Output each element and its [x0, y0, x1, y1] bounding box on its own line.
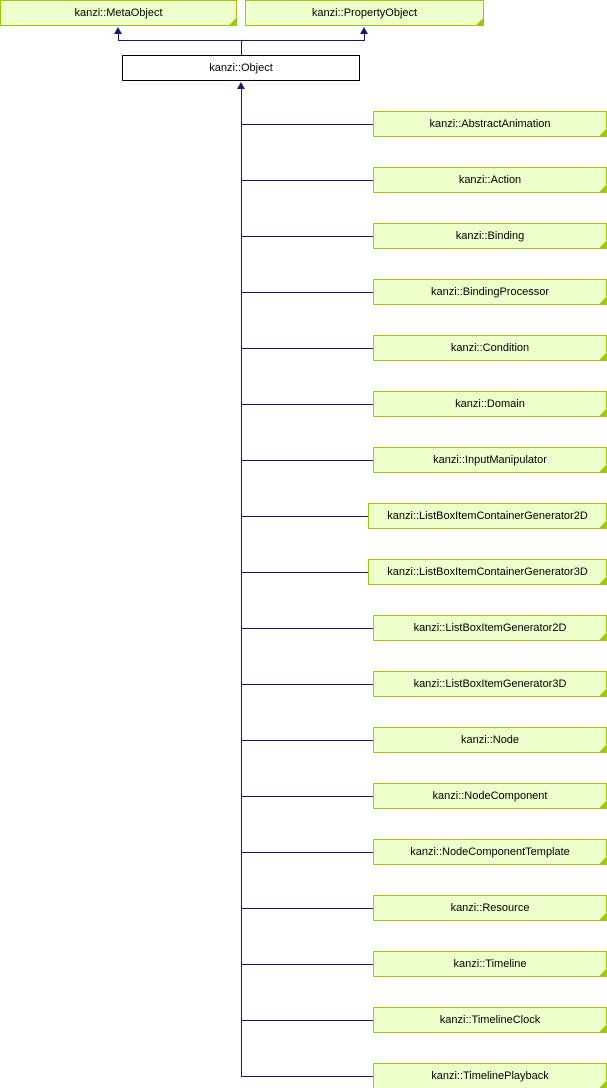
connector-branch	[241, 628, 373, 629]
connector-branch	[241, 292, 373, 293]
corner-fold-icon	[598, 464, 607, 473]
class-box-input-manipulator[interactable]: kanzi::InputManipulator	[373, 447, 607, 473]
class-label: kanzi::MetaObject	[74, 6, 163, 19]
connector-branch	[241, 460, 373, 461]
connector-stem-root	[241, 40, 242, 55]
corner-fold-icon	[598, 632, 607, 641]
class-label: kanzi::TimelinePlayback	[431, 1069, 549, 1082]
connector-branch	[241, 796, 373, 797]
class-label: kanzi::TimelineClock	[439, 1013, 541, 1026]
corner-fold-icon	[598, 184, 607, 193]
connector-branch	[241, 572, 368, 573]
class-label: kanzi::Binding	[455, 229, 525, 242]
connector-segment	[118, 33, 119, 40]
class-label: kanzi::Object	[209, 61, 273, 74]
class-box-metaobject[interactable]: kanzi::MetaObject	[0, 0, 237, 26]
corner-fold-icon	[598, 856, 607, 865]
connector-branch	[241, 852, 373, 853]
class-box-object[interactable]: kanzi::Object	[122, 55, 360, 81]
class-label: kanzi::ListBoxItemGenerator2D	[413, 621, 567, 634]
connector-branch	[241, 908, 373, 909]
class-label: kanzi::NodeComponent	[432, 789, 548, 802]
corner-fold-icon	[475, 17, 484, 26]
corner-fold-icon	[598, 576, 607, 585]
corner-fold-icon	[598, 1080, 607, 1088]
class-label: kanzi::InputManipulator	[433, 453, 547, 466]
corner-fold-icon	[598, 408, 607, 417]
class-box-list-box-item-generator3-d[interactable]: kanzi::ListBoxItemGenerator3D	[373, 671, 607, 697]
class-label: kanzi::Resource	[450, 901, 530, 914]
corner-fold-icon	[598, 912, 607, 921]
connector-segment	[364, 33, 365, 40]
class-box-node[interactable]: kanzi::Node	[373, 727, 607, 753]
connector-branch	[241, 124, 373, 125]
connector-spine	[241, 88, 242, 1076]
class-box-node-component[interactable]: kanzi::NodeComponent	[373, 783, 607, 809]
connector-branch	[241, 516, 368, 517]
connector-branch	[241, 684, 373, 685]
corner-fold-icon	[598, 240, 607, 249]
class-label: kanzi::PropertyObject	[311, 6, 418, 19]
class-box-list-box-item-container-generator2-d[interactable]: kanzi::ListBoxItemContainerGenerator2D	[368, 503, 607, 529]
class-box-node-component-template[interactable]: kanzi::NodeComponentTemplate	[373, 839, 607, 865]
corner-fold-icon	[228, 17, 237, 26]
corner-fold-icon	[598, 744, 607, 753]
class-box-list-box-item-container-generator3-d[interactable]: kanzi::ListBoxItemContainerGenerator3D	[368, 559, 607, 585]
class-box-list-box-item-generator2-d[interactable]: kanzi::ListBoxItemGenerator2D	[373, 615, 607, 641]
class-box-resource[interactable]: kanzi::Resource	[373, 895, 607, 921]
connector-branch	[241, 180, 373, 181]
corner-fold-icon	[598, 688, 607, 697]
class-label: kanzi::Domain	[455, 397, 525, 410]
class-box-timeline-clock[interactable]: kanzi::TimelineClock	[373, 1007, 607, 1033]
class-label: kanzi::BindingProcessor	[430, 285, 549, 298]
class-label: kanzi::ListBoxItemGenerator3D	[413, 677, 567, 690]
corner-fold-icon	[598, 1024, 607, 1033]
inheritance-arrow-metaobject	[114, 27, 122, 34]
corner-fold-icon	[598, 352, 607, 361]
class-box-timeline[interactable]: kanzi::Timeline	[373, 951, 607, 977]
class-box-propertyobject[interactable]: kanzi::PropertyObject	[245, 0, 484, 26]
corner-fold-icon	[598, 800, 607, 809]
class-box-action[interactable]: kanzi::Action	[373, 167, 607, 193]
class-box-domain[interactable]: kanzi::Domain	[373, 391, 607, 417]
class-label: kanzi::Timeline	[453, 957, 527, 970]
connector-branch	[241, 740, 373, 741]
class-box-binding[interactable]: kanzi::Binding	[373, 223, 607, 249]
class-label: kanzi::NodeComponentTemplate	[410, 845, 570, 858]
connector-branch	[241, 348, 373, 349]
connector-branch	[241, 1076, 373, 1077]
class-label: kanzi::Node	[460, 733, 520, 746]
class-label: kanzi::Action	[458, 173, 522, 186]
corner-fold-icon	[598, 968, 607, 977]
class-label: kanzi::ListBoxItemContainerGenerator2D	[387, 509, 588, 522]
connector-branch	[241, 1020, 373, 1021]
connector-branch	[241, 964, 373, 965]
inheritance-arrow-propertyobject	[360, 27, 368, 34]
class-box-condition[interactable]: kanzi::Condition	[373, 335, 607, 361]
corner-fold-icon	[598, 296, 607, 305]
corner-fold-icon	[598, 520, 607, 529]
class-box-abstract-animation[interactable]: kanzi::AbstractAnimation	[373, 111, 607, 137]
connector-branch	[241, 404, 373, 405]
connector-branch	[241, 236, 373, 237]
class-label: kanzi::AbstractAnimation	[429, 117, 551, 130]
class-box-timeline-playback[interactable]: kanzi::TimelinePlayback	[373, 1063, 607, 1088]
class-label: kanzi::Condition	[450, 341, 530, 354]
class-label: kanzi::ListBoxItemContainerGenerator3D	[387, 565, 588, 578]
inheritance-arrow-object	[237, 82, 245, 89]
corner-fold-icon	[598, 128, 607, 137]
class-box-binding-processor[interactable]: kanzi::BindingProcessor	[373, 279, 607, 305]
